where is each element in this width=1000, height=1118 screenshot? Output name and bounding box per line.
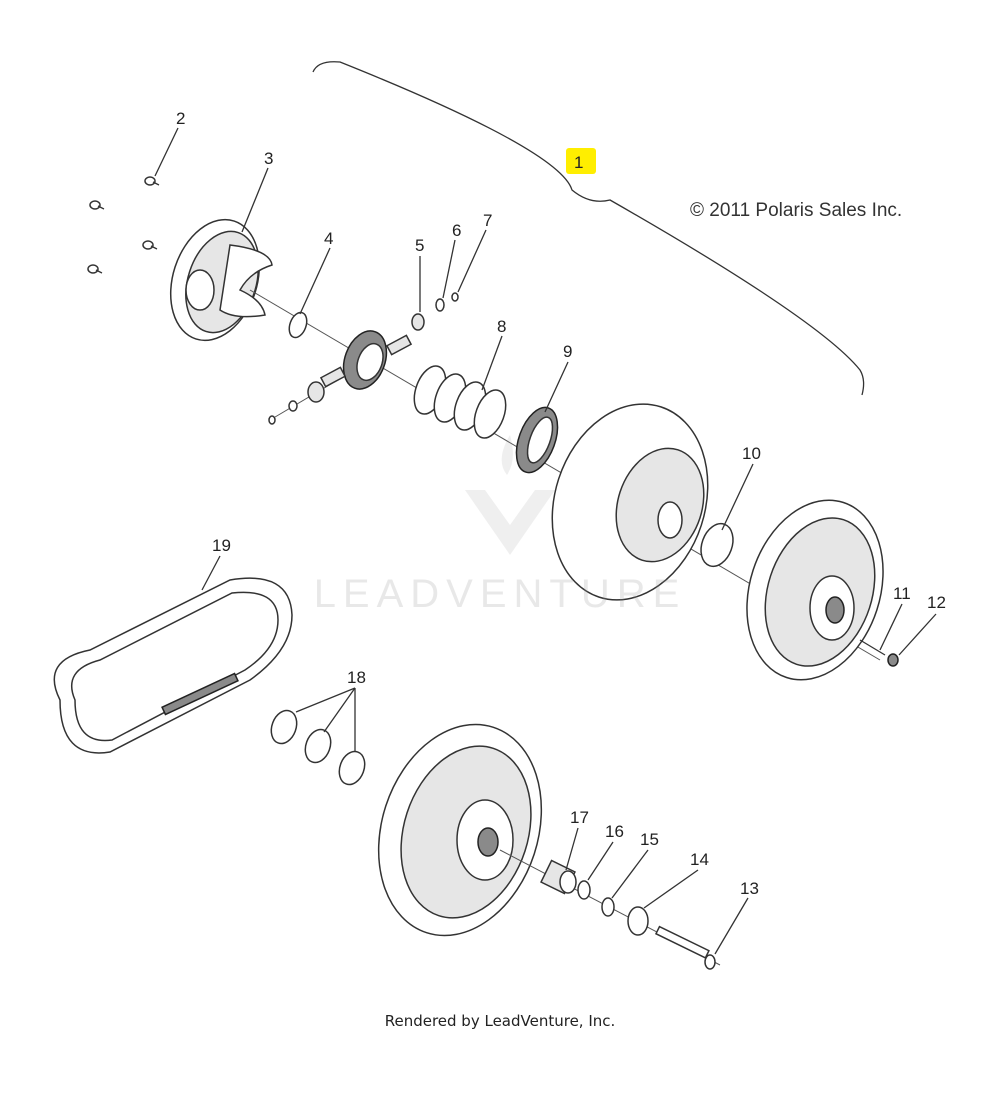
callout-13: 13 bbox=[740, 879, 759, 898]
callout-12: 12 bbox=[927, 593, 946, 612]
bushing bbox=[411, 313, 425, 331]
bolt-long bbox=[859, 639, 886, 656]
callout-17: 17 bbox=[570, 808, 589, 827]
callout-6: 6 bbox=[452, 221, 461, 240]
large-washer bbox=[700, 522, 734, 568]
callout-2: 2 bbox=[176, 109, 185, 128]
bolt-13 bbox=[654, 925, 716, 970]
callout-5: 5 bbox=[415, 236, 424, 255]
washer-15 bbox=[601, 897, 615, 917]
copyright-text: © 2011 Polaris Sales Inc. bbox=[690, 200, 903, 221]
moveable-sheave bbox=[551, 403, 709, 601]
callout-1: 1 bbox=[574, 153, 583, 172]
callout-4: 4 bbox=[324, 229, 333, 248]
fixed-sheave-upper bbox=[746, 499, 884, 681]
callout-19: 19 bbox=[212, 536, 231, 555]
footer-credit: Rendered by LeadVenture, Inc. bbox=[384, 1012, 616, 1030]
bolt-group bbox=[87, 176, 160, 274]
shim-1 bbox=[270, 709, 298, 745]
callout-18: 18 bbox=[347, 668, 366, 687]
callout-11: 11 bbox=[893, 584, 911, 603]
spacer bbox=[540, 859, 577, 895]
assembly-bracket bbox=[312, 61, 865, 396]
washer-14 bbox=[627, 906, 649, 936]
nut bbox=[887, 653, 899, 667]
callout-1-highlight bbox=[566, 148, 596, 174]
drive-belt bbox=[53, 577, 293, 754]
washer bbox=[435, 298, 445, 312]
cover-housing bbox=[169, 218, 273, 342]
sheave-lower bbox=[377, 723, 543, 937]
callout-16: 16 bbox=[605, 822, 624, 841]
ring bbox=[288, 311, 308, 339]
callout-9: 9 bbox=[563, 342, 572, 361]
callout-3: 3 bbox=[264, 149, 273, 168]
shim-3 bbox=[338, 750, 366, 786]
watermark-text: LEADVENTURE bbox=[313, 572, 687, 616]
clutch-hub bbox=[319, 330, 413, 390]
callout-8: 8 bbox=[497, 317, 506, 336]
callout-14: 14 bbox=[690, 850, 709, 869]
washer-16 bbox=[577, 880, 591, 900]
watermark-logo bbox=[465, 435, 555, 555]
callout-10: 10 bbox=[742, 444, 761, 463]
seal bbox=[515, 406, 559, 474]
shim-2 bbox=[304, 728, 332, 764]
spring bbox=[413, 365, 507, 439]
clip bbox=[451, 292, 459, 302]
callout-7: 7 bbox=[483, 211, 492, 230]
callout-15: 15 bbox=[640, 830, 659, 849]
leader-lines bbox=[154, 127, 937, 955]
